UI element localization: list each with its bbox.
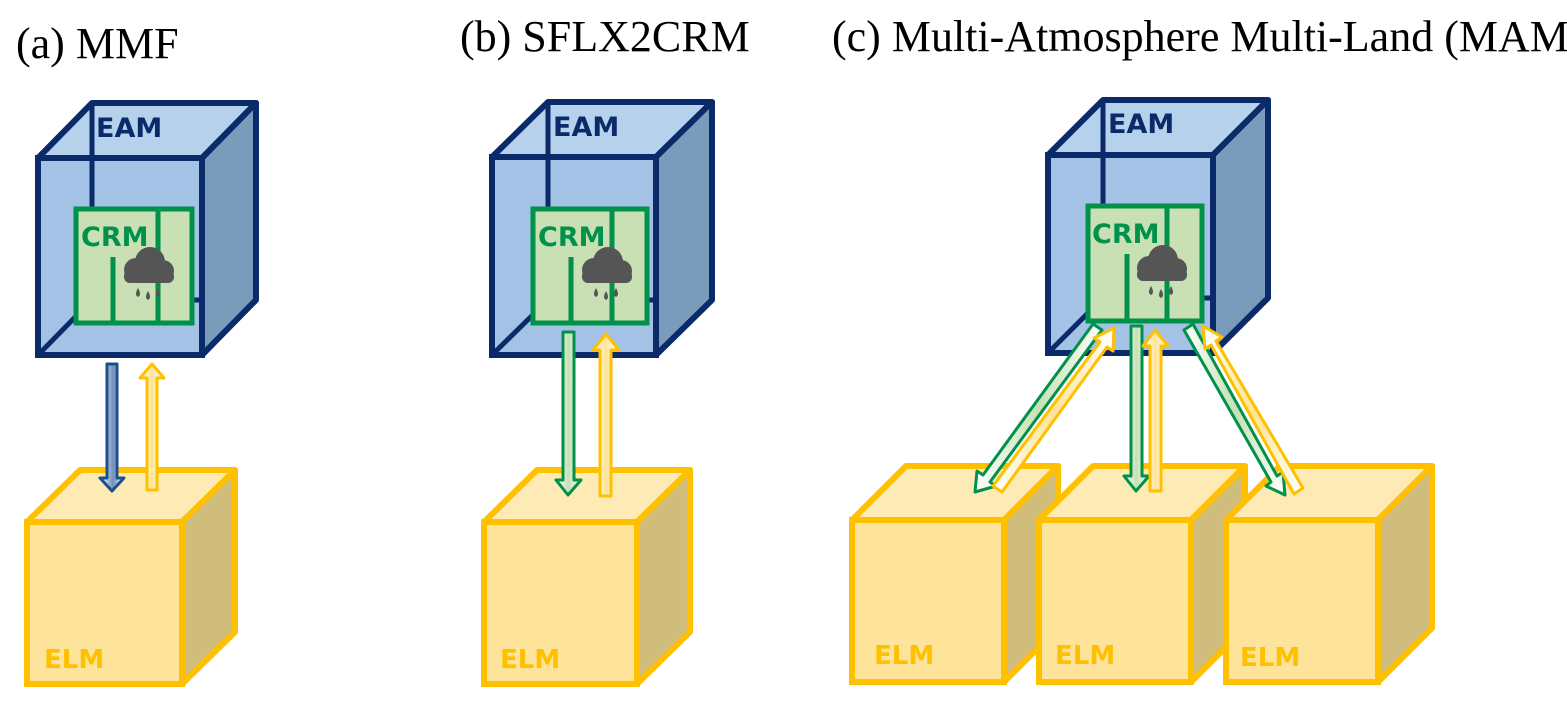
upward-arrow-yellow-middle <box>1141 328 1170 493</box>
rain-cloud-icon <box>582 247 632 300</box>
panel-b: ELM EAM CRM <box>481 99 715 687</box>
land-label: ELM <box>44 645 104 675</box>
upward-arrow-yellow-left <box>991 326 1116 494</box>
upward-arrow-yellow <box>138 362 166 492</box>
downward-arrow-green-middle <box>1122 324 1151 493</box>
crm-box: CRM <box>1085 203 1205 324</box>
rain-cloud-icon <box>1137 245 1187 298</box>
panel-c-title: (c) Multi-Atmosphere Multi-Land (MAML) <box>832 12 1567 61</box>
atmosphere-label: EAM <box>96 113 162 144</box>
land-cube-1: ELM <box>849 463 1061 685</box>
land-cube-3: ELM <box>1223 463 1435 685</box>
crm-label: CRM <box>538 222 605 253</box>
rain-cloud-icon <box>124 247 174 300</box>
land-label: ELM <box>874 641 934 671</box>
land-cube-2: ELM <box>1036 463 1248 685</box>
panel-c: ELM ELM ELM EAM CRM <box>849 97 1435 685</box>
land-cube: ELM <box>481 467 693 687</box>
land-label: ELM <box>1240 643 1300 673</box>
crm-box: CRM <box>530 206 650 326</box>
atmosphere-label: EAM <box>1108 109 1174 140</box>
panel-a-title: (a) MMF <box>16 19 179 68</box>
crm-label: CRM <box>1092 219 1159 250</box>
land-cube: ELM <box>24 467 238 687</box>
downward-arrow-green <box>554 330 583 497</box>
upward-arrow-yellow-right <box>1201 324 1305 496</box>
downward-arrow-green-left <box>973 322 1104 494</box>
panel-a: ELM EAM CRM <box>24 100 259 687</box>
crm-box: CRM <box>73 206 195 326</box>
crm-label: CRM <box>81 222 148 253</box>
upward-arrow-yellow <box>591 332 621 498</box>
land-label: ELM <box>1055 641 1115 671</box>
atmosphere-label: EAM <box>553 112 619 143</box>
land-label: ELM <box>500 645 560 675</box>
downward-arrow-blue <box>98 362 126 493</box>
panel-b-title: (b) SFLX2CRM <box>460 12 750 61</box>
